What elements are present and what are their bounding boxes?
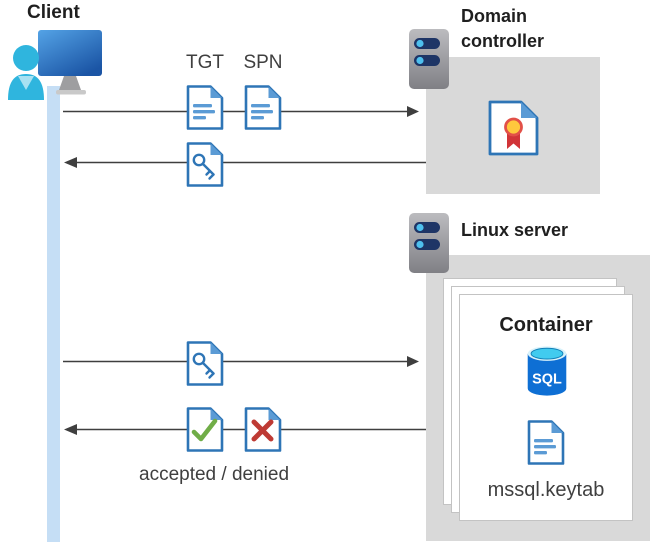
- accepted-denied-label: accepted / denied: [139, 464, 290, 485]
- denied-document-icon: [243, 406, 283, 453]
- linux-server-label: Linux server: [461, 220, 569, 240]
- key-ticket-icon: [185, 340, 225, 387]
- certificate-icon: [487, 99, 540, 157]
- linux-server-icon: [408, 212, 450, 274]
- container-label: Container: [499, 314, 593, 336]
- container-card: Container SQL mssql.keytab: [459, 294, 633, 521]
- keytab-file-icon: [526, 419, 566, 466]
- keytab-filename: mssql.keytab: [487, 479, 605, 501]
- domain-controller-label: Domain controller: [461, 6, 545, 51]
- spn-label: SPN: [243, 52, 283, 73]
- sql-badge-text: SQL: [532, 372, 562, 388]
- client-label: Client: [27, 2, 80, 23]
- arrow-client-to-dc: [63, 106, 419, 117]
- arrow-client-to-linux: [63, 356, 419, 367]
- key-ticket-icon: [185, 141, 225, 188]
- client-lifeline: [47, 86, 60, 542]
- accepted-document-icon: [185, 406, 225, 453]
- arrow-dc-to-client: [64, 157, 426, 168]
- client-icon: [4, 26, 106, 100]
- tgt-label: TGT: [186, 52, 224, 73]
- sql-database-icon: SQL: [524, 344, 570, 398]
- spn-document-icon: [243, 84, 283, 131]
- domain-controller-server-icon: [408, 28, 450, 90]
- tgt-document-icon: [185, 84, 225, 131]
